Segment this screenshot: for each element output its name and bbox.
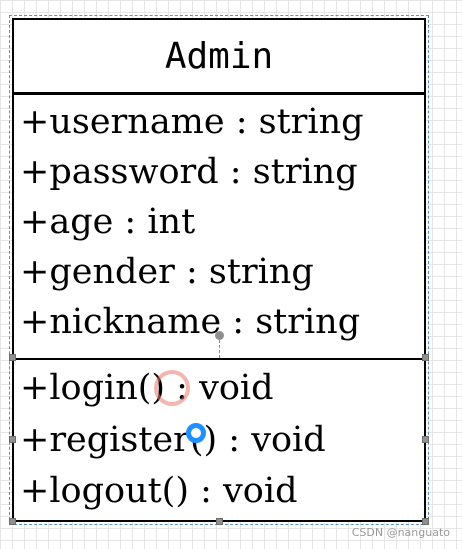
resize-handle-left[interactable] — [9, 436, 16, 443]
resize-handle-bottom-right[interactable] — [422, 518, 429, 525]
attribute-row[interactable]: +nickname : string — [20, 302, 361, 342]
attribute-row[interactable]: +password : string — [20, 152, 358, 192]
operation-row[interactable]: +register() : void — [20, 420, 326, 460]
attribute-row[interactable]: +gender : string — [20, 252, 314, 292]
rotation-handle[interactable] — [215, 331, 224, 340]
resize-handle-top-left[interactable] — [9, 354, 16, 361]
rotation-connector — [219, 340, 220, 358]
operation-row[interactable]: +login() : void — [20, 368, 274, 408]
resize-handle-bottom[interactable] — [216, 518, 223, 525]
cursor-icon — [186, 423, 206, 443]
class-name[interactable]: Admin — [14, 20, 424, 95]
uml-class-box[interactable]: Admin +username : string +password : str… — [12, 18, 426, 522]
operations-section[interactable]: +login() : void +register() : void +logo… — [14, 360, 424, 522]
resize-handle-bottom-left[interactable] — [9, 518, 16, 525]
attribute-row[interactable]: +username : string — [20, 102, 364, 142]
watermark: CSDN @nanguato — [351, 526, 450, 539]
resize-handle-right[interactable] — [422, 436, 429, 443]
attribute-row[interactable]: +age : int — [20, 202, 196, 242]
attributes-section[interactable]: +username : string +password : string +a… — [14, 95, 424, 360]
operation-row[interactable]: +logout() : void — [20, 471, 298, 511]
resize-handle-top-right[interactable] — [422, 354, 429, 361]
click-indicator-icon — [154, 370, 190, 406]
